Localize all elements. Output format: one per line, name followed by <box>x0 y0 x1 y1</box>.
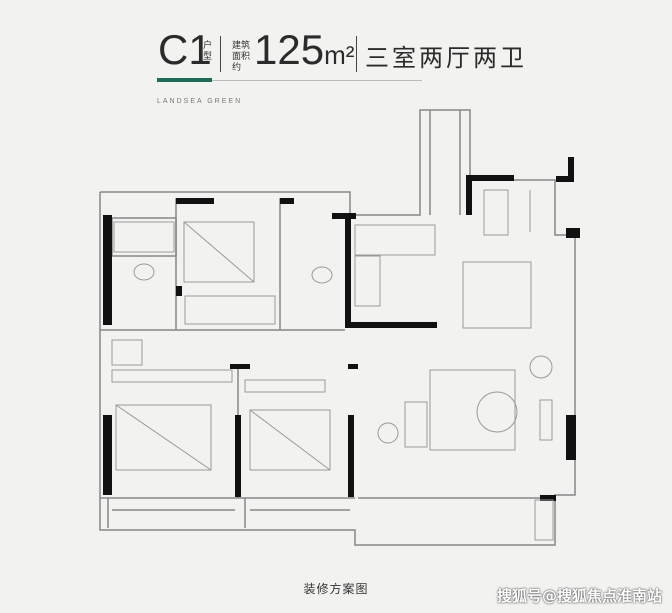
area-figure: 125m² <box>254 26 354 74</box>
rule-line <box>212 80 422 81</box>
unit-code: C1 <box>158 26 212 73</box>
area-unit: m² <box>324 40 355 70</box>
room-layout: 三室两厅两卫 <box>365 44 527 72</box>
plan-header: C1 户型 建筑面积约 125m² 三室两厅两卫 <box>150 18 530 78</box>
area-value: 125 <box>254 26 325 73</box>
structural-walls <box>103 157 580 501</box>
header-divider <box>356 36 357 72</box>
furniture <box>111 189 554 541</box>
header-divider <box>220 36 221 72</box>
area-label: 建筑面积约 <box>232 40 251 72</box>
unit-label: 户型 <box>203 40 213 61</box>
watermark: 搜狐号@搜狐焦点淮南站 <box>496 587 662 605</box>
plan-caption: 装修方案图 <box>303 582 369 596</box>
brand-label: LANDSEA GREEN <box>157 98 243 105</box>
outline-walls <box>99 109 576 546</box>
accent-line <box>157 78 212 82</box>
